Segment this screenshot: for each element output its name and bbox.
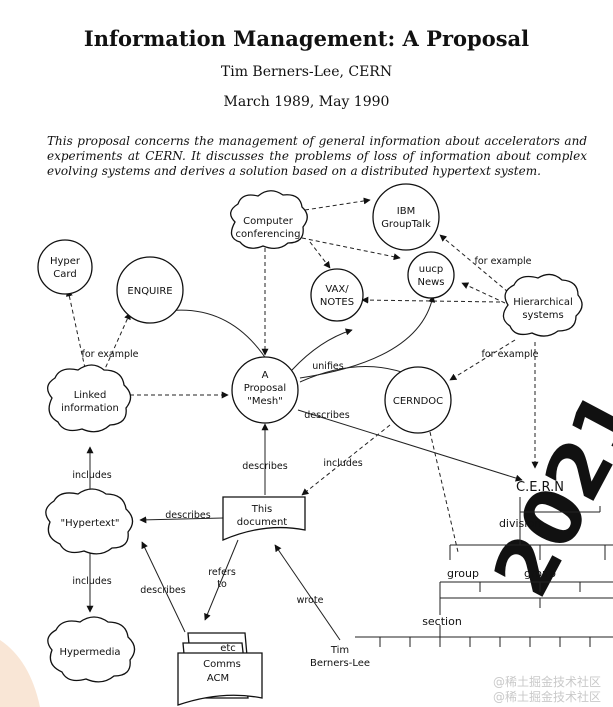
for-example-label-1: for example (475, 256, 532, 267)
hypermedia-cloud (47, 616, 136, 683)
watermark-2: @稀土掘金技术社区 (492, 690, 601, 704)
enquire-circle (116, 256, 184, 324)
section-label: section (422, 615, 462, 628)
for-example-label-2: for example (482, 349, 539, 360)
enquire-label: ENQUIRE (127, 286, 172, 297)
includes-label-1: includes (323, 458, 362, 469)
abstract-paragraph: This proposal concerns the management of… (47, 134, 587, 178)
ibm-grouptalk-circle (372, 183, 440, 251)
unifies-label: unifies (312, 361, 344, 372)
edge-document-refers-comms (204, 539, 239, 621)
watermark-1: @稀土掘金技术社区 (492, 675, 601, 689)
edge-hier-to-ibm (439, 234, 509, 293)
cerndoc-label: CERNDOC (393, 396, 443, 407)
edge-cerndoc-to-group (429, 431, 459, 553)
vax-notes-label: VAX/NOTES (320, 284, 354, 308)
comms-acm-stack (177, 632, 263, 706)
computer-conferencing-cloud (230, 190, 308, 250)
edge-hier-to-vax (361, 296, 501, 304)
for-example-label-3: for example (82, 349, 139, 360)
group-2-label: group (524, 567, 556, 580)
edge-document-describes-hypertext (139, 516, 224, 524)
node-shapes (37, 183, 583, 706)
division-label: division (499, 517, 541, 530)
edge-cc-to-vax (309, 241, 331, 269)
hypertext-cloud (45, 488, 134, 555)
hypercard-circle (37, 239, 93, 295)
edge-unifies-vax (291, 328, 353, 371)
hypermedia-label: Hypermedia (59, 647, 120, 658)
edge-labels: for example for example for example unif… (72, 256, 538, 606)
describes-label-3: describes (165, 510, 210, 521)
describes-label-2: describes (242, 461, 287, 472)
edge-unifies-uucp (299, 295, 436, 379)
hypertext-label: "Hypertext" (61, 518, 120, 529)
includes-label-3: includes (72, 576, 111, 587)
edge-cc-to-uucp (301, 237, 401, 261)
page-title: Information Management: A Proposal (83, 26, 530, 51)
comms-acm-etc-label: etc (220, 643, 236, 654)
author-line: Tim Berners-Lee, CERN (220, 64, 393, 80)
uucp-news-circle (407, 251, 455, 299)
this-document-sheet (222, 496, 306, 541)
describes-label-1: describes (304, 410, 349, 421)
hierarchical-systems-cloud (502, 273, 583, 337)
date-line: March 1989, May 1990 (223, 94, 390, 110)
tree-labels: C.E.R.N division group group section (422, 480, 564, 628)
edge-comms-describes-hypertext (141, 541, 186, 633)
edge-unifies-enquire (159, 307, 271, 366)
cern-label: C.E.R.N (516, 480, 564, 495)
cerndoc-circle (384, 366, 452, 434)
edge-unifies-cerndoc (299, 366, 411, 383)
edge-hier-to-uucp (461, 282, 506, 304)
edge-linked-to-enquire (99, 312, 131, 381)
wrote-label: wrote (297, 595, 324, 606)
includes-label-2: includes (72, 470, 111, 481)
group-1-label: group (447, 567, 479, 580)
linked-information-cloud (47, 364, 132, 433)
describes-label-4: describes (140, 585, 185, 596)
edge-hier-to-cerndoc (449, 339, 516, 381)
edge-cc-to-ibm (304, 197, 371, 211)
edge-mesh-describes-cern (297, 409, 523, 482)
proposal-mesh-circle (231, 356, 299, 424)
edge-cerndoc-to-document (301, 424, 391, 496)
edge-tim-wrote-document (274, 544, 341, 641)
vax-notes-circle (310, 268, 364, 322)
org-tree (355, 497, 613, 647)
